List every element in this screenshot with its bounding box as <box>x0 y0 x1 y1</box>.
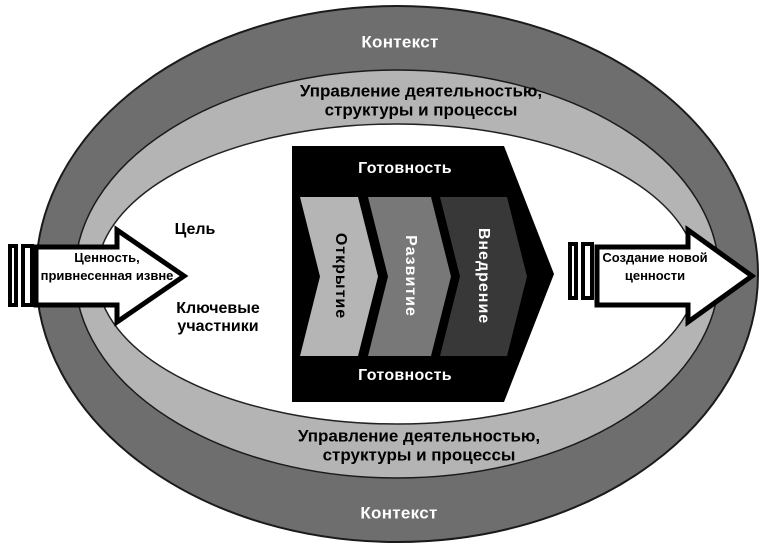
stage-chevron-development <box>368 197 451 356</box>
management-label-bottom: Управление деятельностью, структуры и пр… <box>297 426 541 464</box>
context-label-top: Контекст <box>361 32 439 52</box>
output-arrow-bar-1 <box>568 242 578 300</box>
stage-label-discovery: Открытие <box>332 232 349 320</box>
readiness-label-bottom: Готовность <box>358 367 452 385</box>
stage-chevron-discovery <box>300 197 378 356</box>
input-arrow-label: Ценность, привнесенная извне <box>40 249 174 283</box>
goal-label: Цель <box>174 221 216 239</box>
input-arrow-bar-1 <box>8 244 18 307</box>
management-label-top: Управление деятельностью, структуры и пр… <box>299 81 543 119</box>
readiness-label-top: Готовность <box>358 160 452 178</box>
stage-chevron-implementation <box>440 197 527 356</box>
output-arrow-label: Создание новой ценности <box>602 249 708 283</box>
stage-label-implementation: Внедрение <box>475 227 492 325</box>
key-participants-label: Ключевые участники <box>176 300 260 335</box>
input-arrow <box>8 225 189 327</box>
context-label-bottom: Контекст <box>360 503 438 523</box>
output-arrow-shape <box>594 225 757 327</box>
stage-label-development: Развитие <box>402 235 419 317</box>
output-arrow <box>568 225 757 327</box>
input-arrow-shape <box>33 225 189 327</box>
input-arrow-bar-2 <box>21 244 34 307</box>
output-arrow-bar-2 <box>581 242 594 300</box>
